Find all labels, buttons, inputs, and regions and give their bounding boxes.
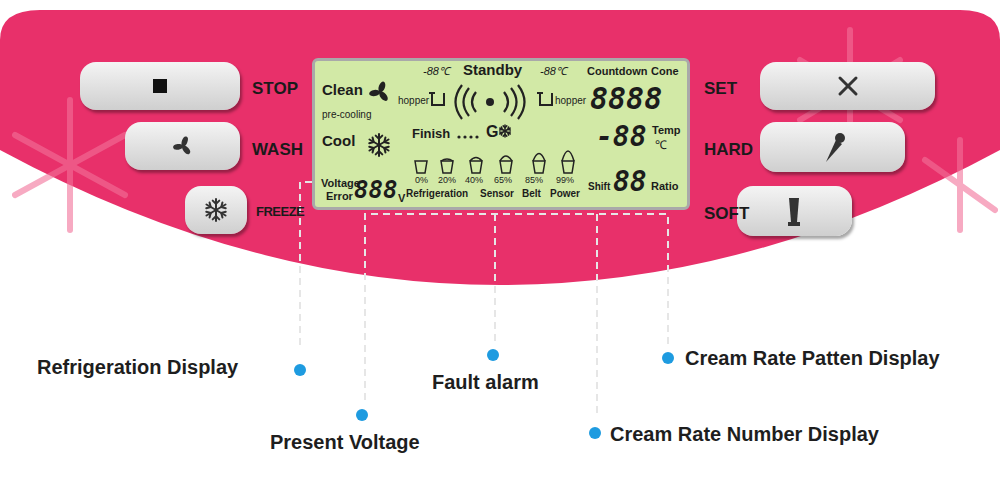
- lcd-text: Refrigeration: [406, 189, 468, 199]
- lcd-text: V: [398, 193, 405, 204]
- button-label: STOP: [252, 80, 298, 97]
- callout-label: Cream Rate Patten Display: [685, 348, 940, 368]
- button-icon: [737, 186, 852, 236]
- lcd-text: -88℃: [423, 66, 450, 77]
- button-icon: [760, 62, 935, 110]
- lcd-text: Temp: [652, 125, 681, 136]
- panel-button: FREEZE: [185, 186, 247, 234]
- lcd-text: 20%: [438, 176, 456, 185]
- lcd-text: 99%: [556, 176, 574, 185]
- button-icon: [185, 186, 247, 234]
- callout-label: Fault alarm: [432, 372, 539, 392]
- panel-button: HARD: [760, 122, 905, 172]
- lcd-text: -88: [596, 123, 647, 151]
- lcd-text: Power: [550, 189, 580, 199]
- lcd-text: Shift: [588, 182, 610, 192]
- button-label: SET: [704, 80, 737, 97]
- lcd-text: Finish: [412, 127, 450, 140]
- lcd-text: Standby: [463, 62, 522, 77]
- lcd-text: Sensor: [480, 189, 514, 199]
- lcd-text: -88℃: [540, 66, 567, 77]
- leader-lines: [300, 182, 668, 418]
- callout-label: Cream Rate Number Display: [610, 424, 879, 444]
- lcd-text: 65%: [494, 176, 512, 185]
- button-label: FREEZE: [256, 205, 304, 218]
- button-label: WASH: [252, 141, 303, 158]
- button-label: HARD: [704, 141, 753, 158]
- lcd-text: Belt: [522, 189, 541, 199]
- lcd-text: 888: [354, 178, 397, 202]
- lcd-text: 8888: [590, 84, 662, 114]
- button-icon: [80, 62, 240, 110]
- lcd-text: Ratio: [651, 181, 679, 192]
- lcd-text: 0%: [415, 176, 428, 185]
- button-icon: [760, 122, 905, 172]
- panel-button: SET: [760, 62, 935, 110]
- callout-label: Refrigeration Display: [37, 357, 238, 377]
- button-label: SOFT: [704, 205, 749, 222]
- control-panel: [0, 10, 1000, 285]
- panel-button: SOFT: [737, 186, 852, 236]
- lcd-text: hopper: [398, 96, 429, 106]
- lcd-text: Clean: [322, 82, 363, 97]
- panel-button: WASH: [125, 122, 240, 170]
- lcd-text: 88: [613, 168, 647, 196]
- lcd-text: Cool: [322, 133, 355, 148]
- lcd-text: Error: [326, 191, 353, 202]
- lcd-text: hopper: [555, 96, 586, 106]
- lcd-text: 40%: [465, 176, 483, 185]
- lcd-text: Cone: [651, 66, 679, 77]
- lcd-display: Cleanpre-cooling-88℃hopperStandby-88℃hop…: [312, 58, 690, 210]
- callout-label: Present Voltage: [270, 432, 420, 452]
- lcd-text: Countdown: [587, 66, 647, 77]
- lcd-text: 85%: [525, 176, 543, 185]
- lcd-text: G: [486, 124, 498, 140]
- lcd-text: ℃: [655, 139, 667, 151]
- panel-button: STOP: [80, 62, 240, 110]
- button-icon: [125, 122, 240, 170]
- lcd-text: pre-cooling: [322, 110, 371, 120]
